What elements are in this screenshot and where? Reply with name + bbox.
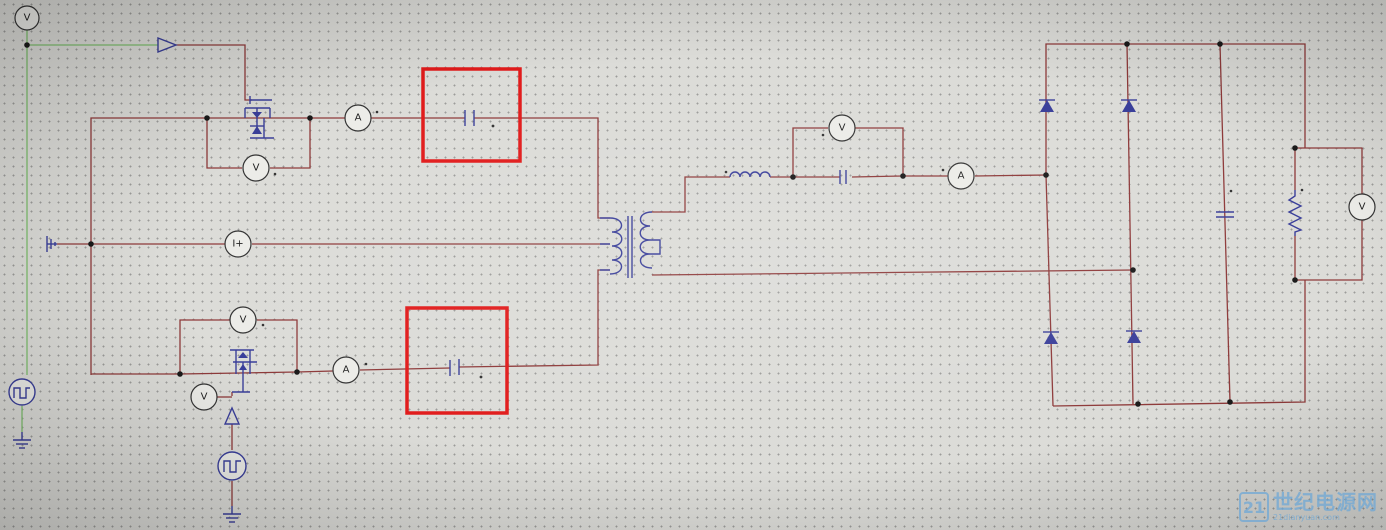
junction-nodes [24,41,1298,407]
transformer-icon[interactable] [600,211,661,278]
mosfet-icon[interactable] [230,349,257,393]
svg-text:V: V [240,315,247,326]
inductor-icon[interactable] [729,171,771,178]
voltmeter-icon[interactable]: V [190,383,218,411]
ammeter-icon[interactable]: A [947,162,975,190]
capacitor-icon[interactable] [1216,211,1234,218]
diode-icon[interactable] [1039,99,1055,112]
svg-text:V: V [24,13,31,24]
gate-driver-icon [223,406,241,425]
ammeter-icon[interactable]: A [332,356,360,384]
svg-text:V: V [839,123,846,134]
gate-driver-icon [157,36,178,54]
highlight-box-lower-capacitor [405,306,509,415]
voltmeter-icon[interactable]: V [14,5,40,31]
voltmeter-icon[interactable]: V [229,306,257,334]
resistor-icon[interactable] [1287,190,1303,236]
svg-text:V: V [1359,202,1366,213]
svg-text:A: A [343,365,350,376]
dc-source-icon[interactable]: I+ [224,230,252,258]
mosfet-icon[interactable] [244,96,274,139]
svg-text:I+: I+ [232,239,243,250]
capacitor-icon[interactable] [839,170,847,184]
watermark-url: 21dianyuan.com [1273,513,1340,522]
square-wave-source-icon[interactable] [8,378,36,406]
svg-text:V: V [201,392,208,403]
diode-icon[interactable] [1126,330,1142,343]
ground-icon [223,506,241,523]
capacitor-icon[interactable] [464,110,475,126]
watermark: 21 世纪电源网 21dianyuan.com [1239,492,1378,522]
diode-icon[interactable] [1121,99,1137,112]
voltmeter-icon[interactable]: V [828,114,856,142]
svg-text:A: A [355,113,362,124]
svg-text:A: A [958,171,965,182]
voltmeter-icon[interactable]: V [1348,193,1376,221]
watermark-logo-glyph: 21 [1242,497,1266,517]
watermark-logo: 21 [1239,492,1269,522]
ground-icon [13,432,31,449]
highlight-box-upper-capacitor [421,67,522,163]
watermark-name: 世纪电源网 [1273,490,1378,514]
capacitor-icon[interactable] [449,359,460,376]
svg-text:V: V [253,163,260,174]
control-wires [21,30,158,432]
voltmeter-icon[interactable]: V [242,154,270,182]
watermark-text: 世纪电源网 21dianyuan.com [1273,492,1378,522]
square-wave-source-icon[interactable] [217,451,247,481]
ground-icon [46,236,57,252]
ammeter-icon[interactable]: A [344,104,372,132]
diode-icon[interactable] [1043,331,1059,344]
power-wires [57,43,1363,506]
